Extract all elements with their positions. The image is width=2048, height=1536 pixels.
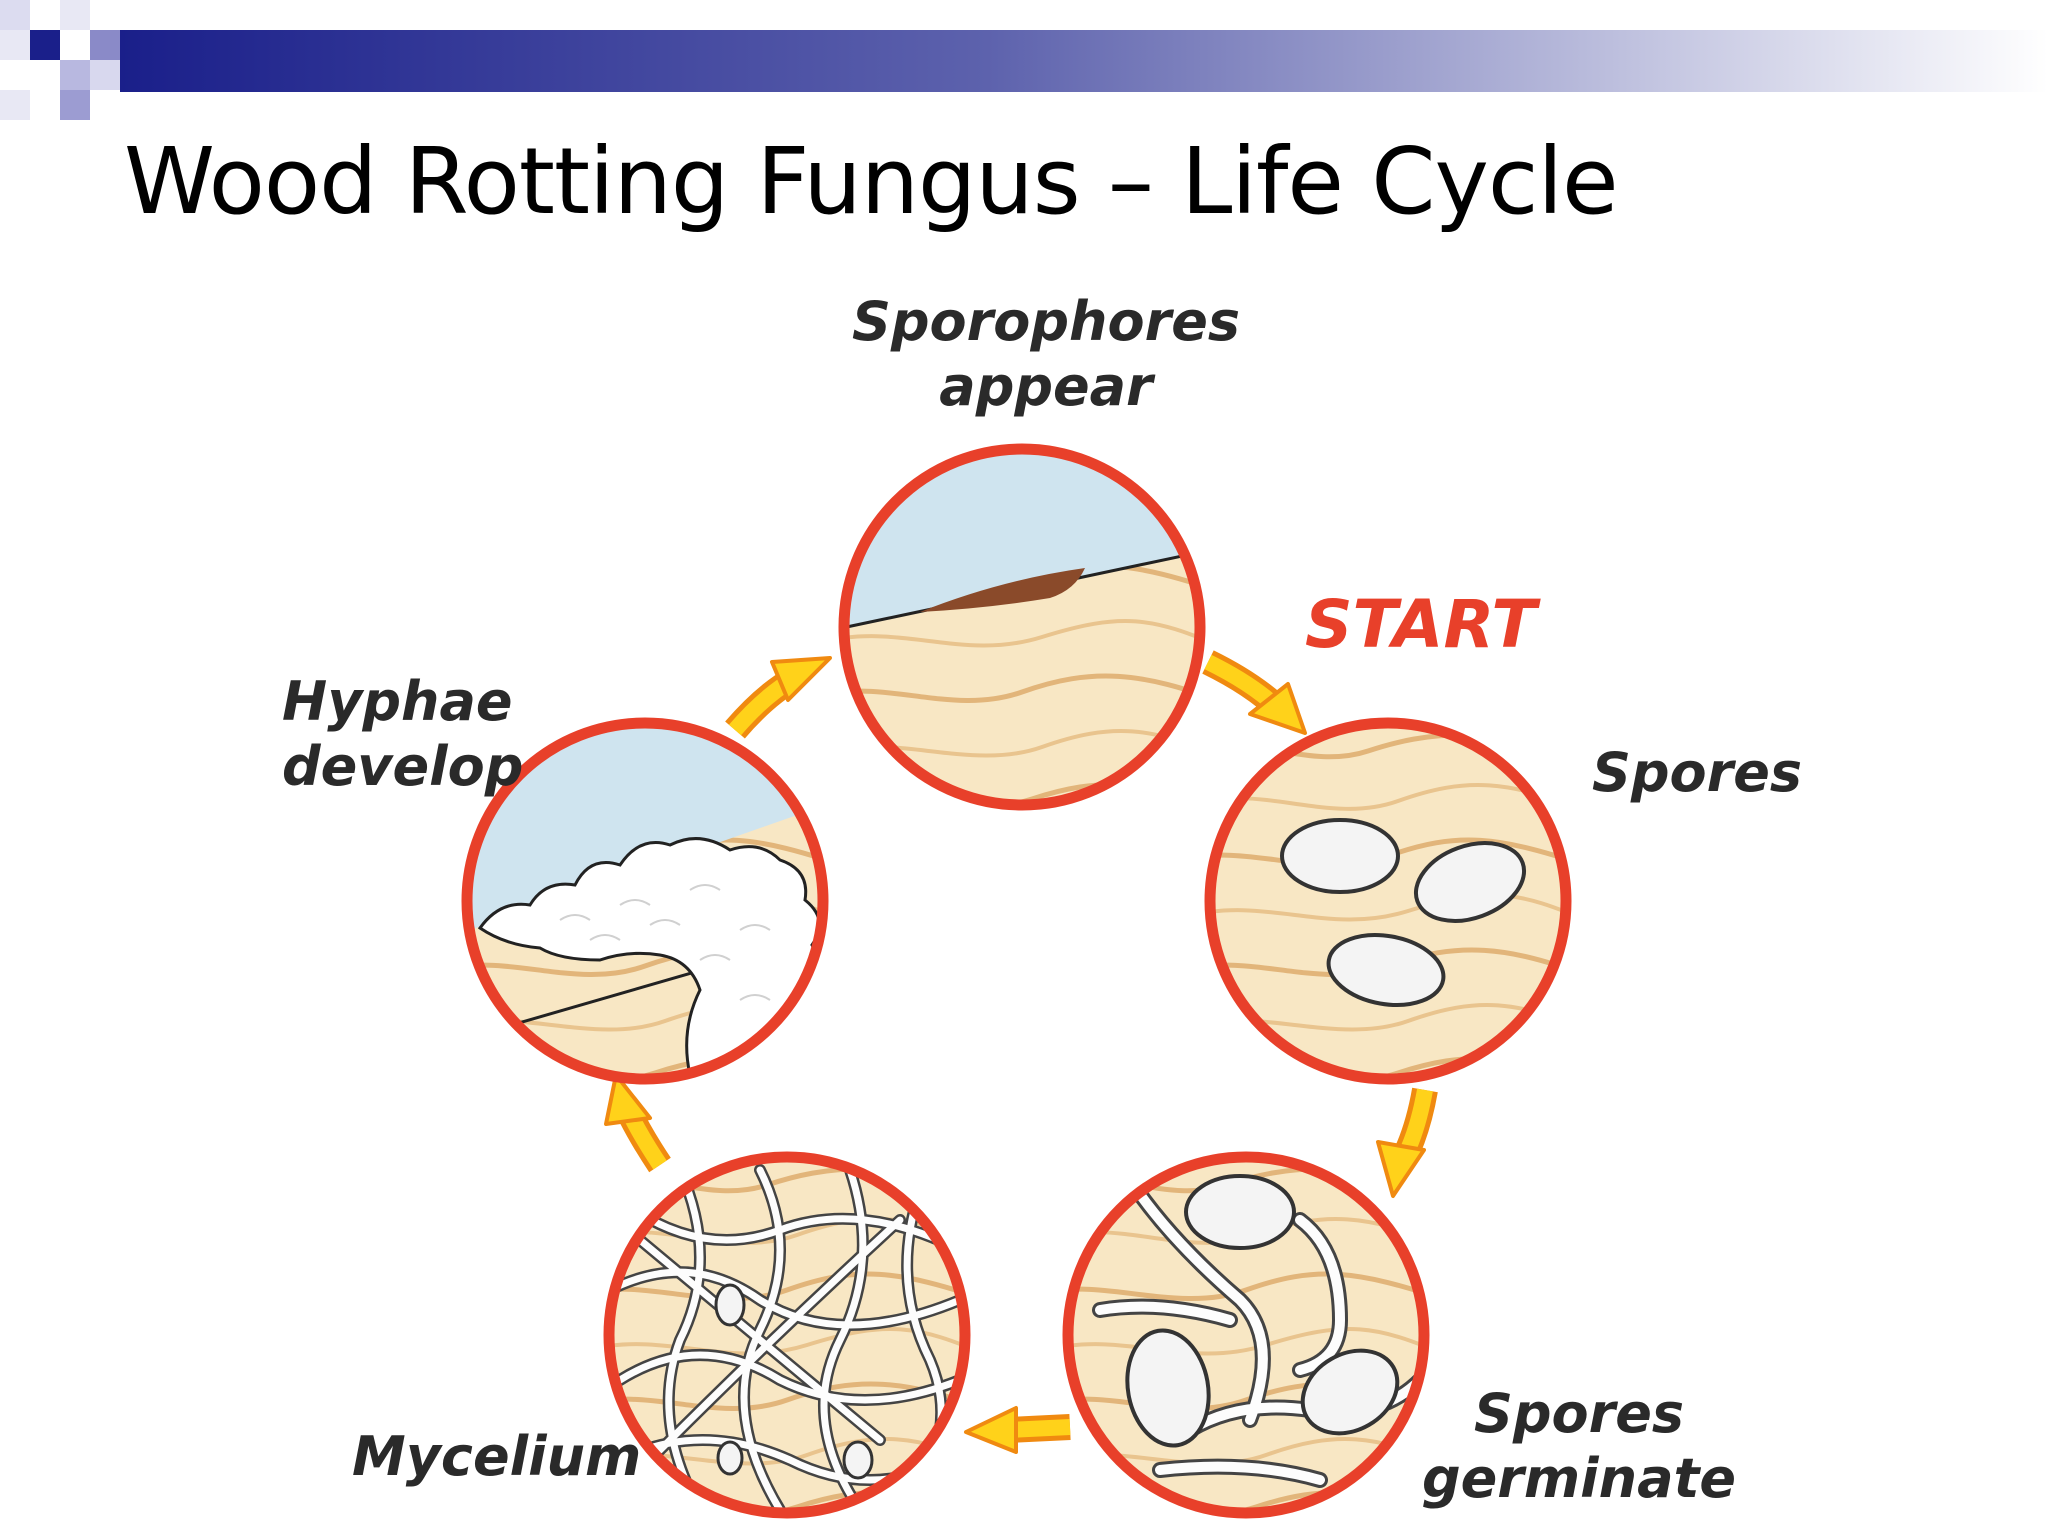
arrow-mycelium-to-hyphae bbox=[604, 1073, 671, 1173]
mycelium-illustration bbox=[603, 1151, 971, 1519]
header-square bbox=[90, 30, 120, 60]
arrow-hyphae-to-sporophores bbox=[725, 656, 832, 739]
start-label: START bbox=[1305, 586, 1537, 663]
arrow-start-to-spores bbox=[1202, 650, 1307, 735]
label-line: Hyphae bbox=[282, 670, 513, 733]
header-square bbox=[60, 90, 90, 120]
label-line: appear bbox=[939, 354, 1153, 418]
label-mycelium: Mycelium bbox=[352, 1425, 641, 1490]
header-band bbox=[120, 30, 2048, 92]
header-square bbox=[90, 60, 120, 90]
label-line: Mycelium bbox=[352, 1425, 642, 1488]
arrow-spores-to-germinate bbox=[1376, 1087, 1438, 1198]
header-square bbox=[30, 30, 60, 60]
header-decoration bbox=[0, 0, 2048, 120]
label-line: develop bbox=[282, 734, 524, 798]
label-hyphae-develop: Hyphae develop bbox=[282, 670, 523, 800]
cycle-arrows bbox=[604, 650, 1438, 1454]
header-square bbox=[0, 90, 30, 120]
header-square bbox=[60, 60, 90, 90]
label-spores: Spores bbox=[1592, 741, 1802, 806]
header-square bbox=[0, 0, 30, 30]
label-line: germinate bbox=[1422, 1446, 1737, 1510]
label-line: Spores bbox=[1473, 1382, 1685, 1445]
sporophores-illustration bbox=[838, 443, 1206, 811]
arrow-germinate-to-mycelium bbox=[964, 1406, 1071, 1454]
spores-illustration bbox=[1204, 717, 1572, 1085]
label-spores-germinate: Spores germinate bbox=[1422, 1382, 1736, 1512]
label-line: Spores bbox=[1592, 741, 1803, 804]
label-sporophores-appear: Sporophores appear bbox=[852, 290, 1240, 420]
label-line: Sporophores bbox=[852, 290, 1240, 353]
header-square bbox=[60, 0, 90, 30]
header-square bbox=[0, 30, 30, 60]
germinate-illustration bbox=[1062, 1151, 1430, 1519]
header-square bbox=[30, 0, 60, 30]
slide-title: Wood Rotting Fungus – Life Cycle bbox=[124, 128, 1619, 235]
